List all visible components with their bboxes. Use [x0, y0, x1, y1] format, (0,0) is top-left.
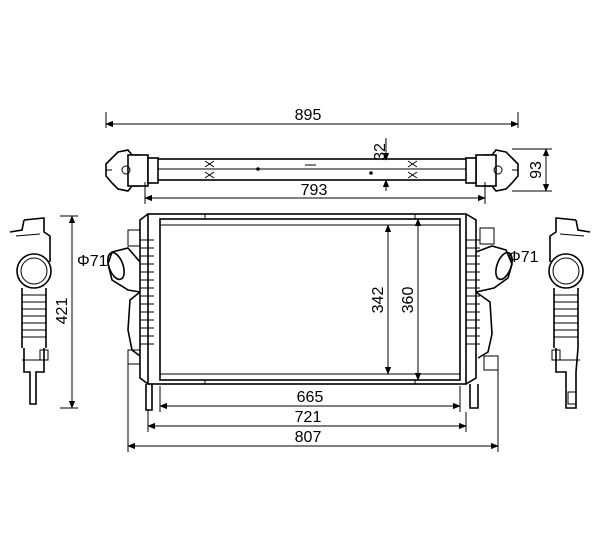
left-side-view: 421 Φ71 [9, 215, 108, 409]
dim-core-height: 342 [370, 287, 387, 314]
dim-core-width: 665 [297, 389, 324, 406]
dim-top-bracket-span: 793 [301, 182, 328, 199]
dim-frame-height: 360 [400, 287, 417, 314]
dim-right-outlet-diameter: Φ71 [508, 249, 539, 266]
dim-bracket-height-small: 32 [372, 143, 389, 161]
top-view: 895 32 93 79 [105, 107, 552, 204]
right-side-view: Φ71 [508, 217, 591, 409]
dim-top-overall-width: 895 [295, 107, 322, 124]
front-view: 342 360 665 721 807 [107, 213, 513, 452]
dim-frame-width: 721 [295, 409, 322, 426]
dim-left-inlet-diameter: Φ71 [77, 253, 108, 270]
dim-bracket-height: 93 [528, 161, 545, 179]
dim-overall-width: 807 [295, 429, 322, 446]
dim-overall-height: 421 [54, 298, 71, 325]
